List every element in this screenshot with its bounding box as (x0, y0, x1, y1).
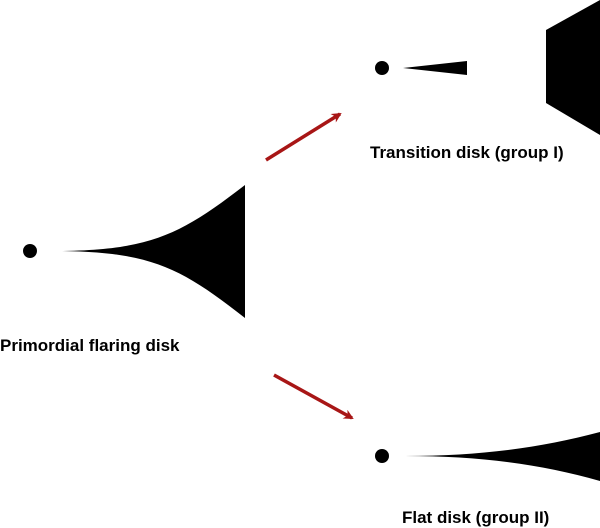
flat-disk-shape (405, 432, 600, 481)
flat-disk-label: Flat disk (group II) (402, 508, 550, 527)
arrow-to-flat-disk (273, 373, 354, 420)
flat-disk-group (375, 432, 600, 481)
transition-star (375, 61, 389, 75)
primordial-star (23, 244, 37, 258)
primordial-flaring-disk-shape (52, 185, 245, 318)
transition-disk-label: Transition disk (group I) (370, 143, 564, 162)
transition-disk-group (375, 0, 600, 135)
transition-outer-disk-shape (546, 0, 600, 135)
primordial-disk-label: Primordial flaring disk (0, 336, 180, 355)
primordial-disk-group (23, 185, 245, 318)
transition-inner-disk-shape (403, 61, 467, 75)
arrow-to-transition-disk (265, 112, 342, 162)
flat-star (375, 449, 389, 463)
